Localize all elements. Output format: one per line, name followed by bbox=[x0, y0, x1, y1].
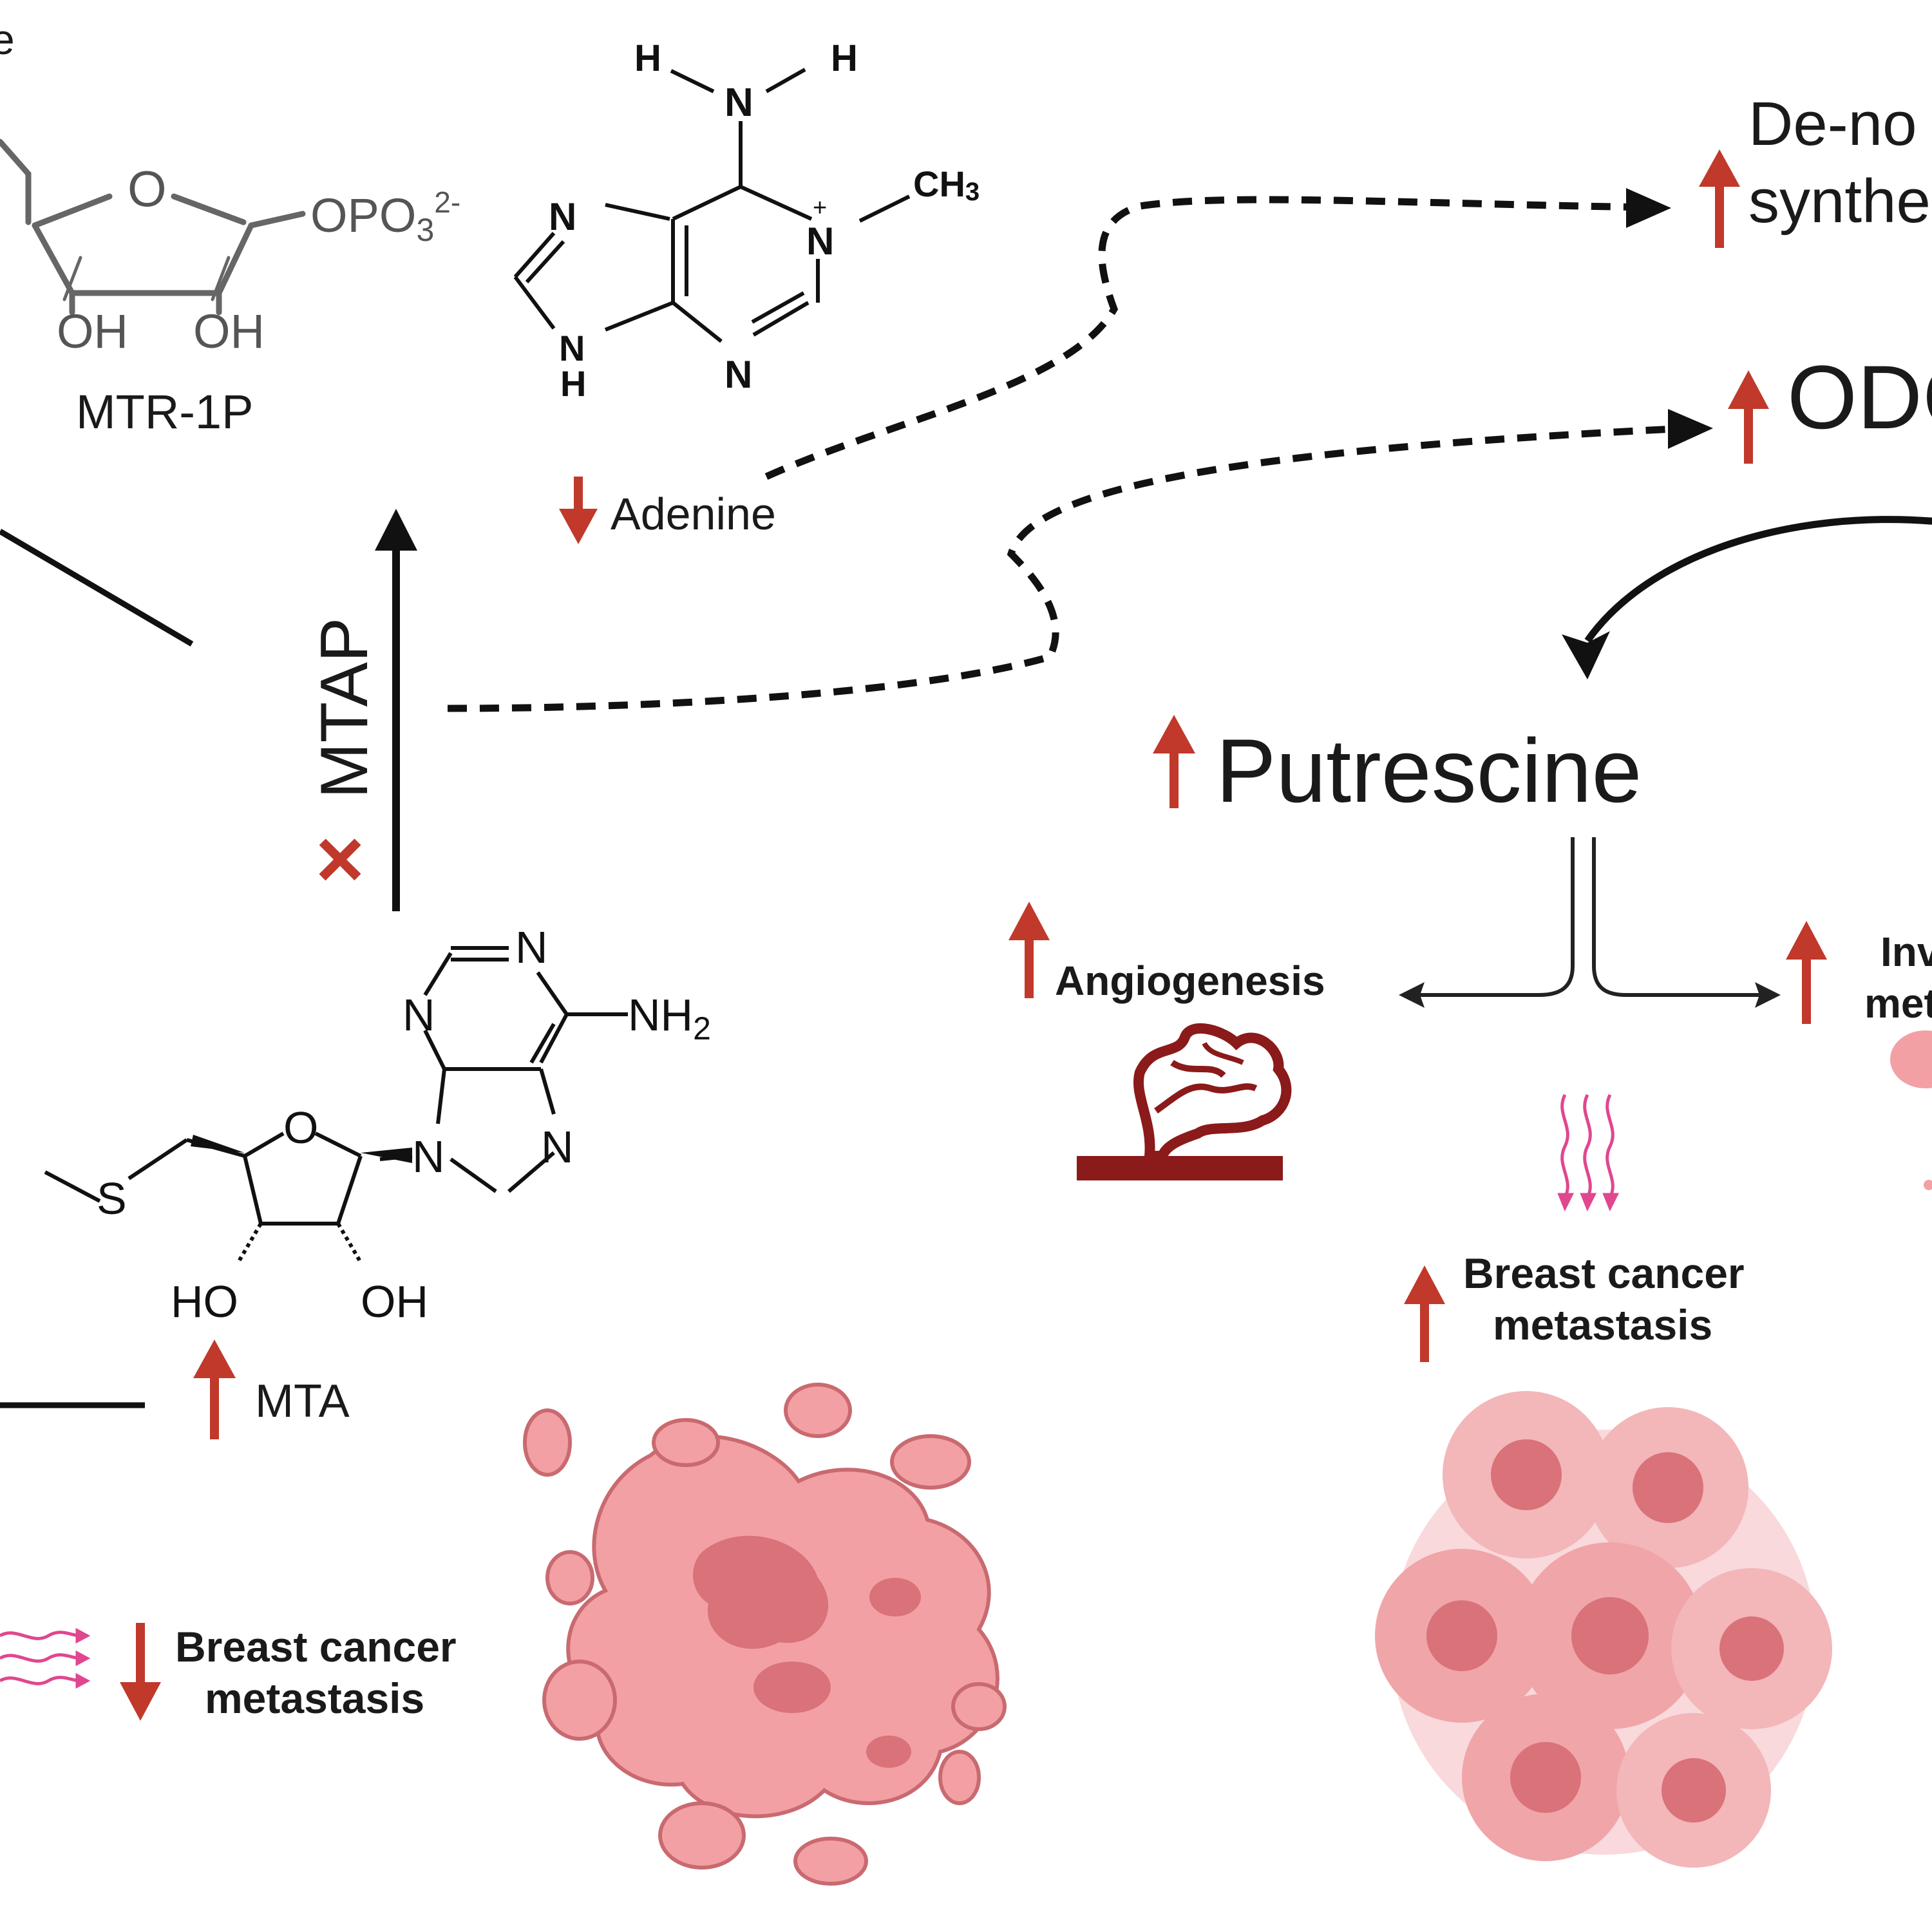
mta-nh2: NH2 bbox=[628, 990, 711, 1046]
methyladenine-n9: N bbox=[559, 328, 585, 368]
branch-arrowhead-right bbox=[1755, 982, 1781, 1008]
methyladenine-n1-charge: + bbox=[813, 194, 827, 222]
mtap-arrow-head bbox=[375, 509, 417, 551]
invasion-label-line2: met bbox=[1864, 980, 1932, 1027]
methyladenine-n1: N bbox=[806, 220, 834, 263]
adenine-label: Adenine bbox=[611, 489, 776, 539]
denovo-label-line2: synthe bbox=[1748, 167, 1931, 236]
mta-up-arrow bbox=[193, 1340, 236, 1439]
mta-n1: N bbox=[515, 922, 548, 972]
invasion-cell-fragment bbox=[1924, 1180, 1932, 1190]
methyladenine-n7: N bbox=[549, 195, 576, 238]
curved-arrow-to-putrescine bbox=[1584, 516, 1932, 643]
bc-metastasis-up-arrow bbox=[1404, 1265, 1445, 1362]
migration-wave-icon bbox=[1557, 1094, 1620, 1212]
mta-oh: OH bbox=[361, 1276, 428, 1327]
mta-n3: N bbox=[402, 990, 435, 1040]
denovo-up-arrow bbox=[1699, 149, 1740, 248]
mtr1p-structure bbox=[0, 138, 306, 316]
reaction-line-left bbox=[0, 529, 194, 647]
mta-structure bbox=[44, 946, 628, 1264]
mtr1p-oh-left: OH bbox=[57, 305, 128, 358]
migration-wave-icon-left bbox=[0, 1627, 91, 1689]
bc-metastasis-up-line2: metastasis bbox=[1493, 1301, 1712, 1349]
putrescine-label: Putrescine bbox=[1216, 720, 1642, 821]
mta-n7: N bbox=[541, 1122, 574, 1172]
dashed-arrow-to-denovo bbox=[764, 196, 1649, 480]
bc-metastasis-up-line1: Breast cancer bbox=[1463, 1249, 1745, 1297]
tumor-blob-icon bbox=[523, 1383, 1007, 1886]
mta-wedge-bond-left bbox=[191, 1135, 245, 1153]
invasion-up-arrow bbox=[1786, 921, 1827, 1024]
methyladenine-structure bbox=[513, 68, 911, 343]
mtr1p-phosphate: OPO32- bbox=[310, 185, 460, 248]
invasion-label-line1: Inva bbox=[1880, 929, 1932, 975]
adenine-down-arrow bbox=[559, 477, 598, 544]
odc-label: ODC bbox=[1787, 346, 1932, 448]
mta-wedge-bond-right bbox=[361, 1148, 412, 1163]
mta-ho: HO bbox=[171, 1276, 238, 1327]
angiogenesis-label: Angiogenesis bbox=[1055, 958, 1325, 1004]
methyladenine-n3: N bbox=[724, 353, 752, 396]
mtap-inhibition-x: × bbox=[316, 811, 365, 905]
mta-n9: N bbox=[412, 1132, 445, 1182]
mtr1p-oh-right: OH bbox=[193, 305, 265, 358]
methyladenine-n-amino: N bbox=[724, 80, 753, 125]
mtr1p-ring-oxygen: O bbox=[128, 160, 167, 217]
branch-arrowhead-left bbox=[1399, 982, 1425, 1008]
dashed-arrowhead-denovo bbox=[1626, 188, 1671, 228]
dashed-arrow-to-odc bbox=[447, 424, 1688, 712]
methyladenine-h9: H bbox=[560, 363, 586, 404]
putrescine-up-arrow bbox=[1153, 715, 1195, 808]
mta-sulfur: S bbox=[97, 1173, 127, 1224]
bc-metastasis-down-line2: metastasis bbox=[205, 1674, 424, 1722]
blood-vessel-icon bbox=[1077, 1023, 1292, 1180]
methyladenine-h-right: H bbox=[831, 37, 858, 79]
mta-label: MTA bbox=[255, 1376, 350, 1427]
tumor-cell-cluster-icon bbox=[1375, 1391, 1832, 1868]
partial-label-top-left: e bbox=[0, 15, 15, 63]
methyladenine-ch3: CH3 bbox=[913, 164, 980, 206]
invasion-cell-icon bbox=[1890, 1030, 1932, 1088]
mtr1p-label: MTR-1P bbox=[76, 385, 253, 439]
bc-metastasis-down-arrow bbox=[120, 1623, 161, 1721]
odc-up-arrow bbox=[1728, 370, 1769, 464]
bc-metastasis-down-line1: Breast cancer bbox=[175, 1623, 457, 1671]
denovo-label-line1: De-no bbox=[1748, 90, 1917, 158]
methyladenine-h-left: H bbox=[634, 37, 661, 79]
mta-ring-oxygen: O bbox=[283, 1103, 318, 1153]
putrescine-branch bbox=[1410, 837, 1768, 997]
dashed-arrowhead-odc bbox=[1668, 409, 1713, 449]
curved-arrowhead-putrescine bbox=[1562, 631, 1610, 679]
angiogenesis-up-arrow bbox=[1009, 902, 1050, 998]
mtap-label: MTAP bbox=[307, 618, 382, 799]
